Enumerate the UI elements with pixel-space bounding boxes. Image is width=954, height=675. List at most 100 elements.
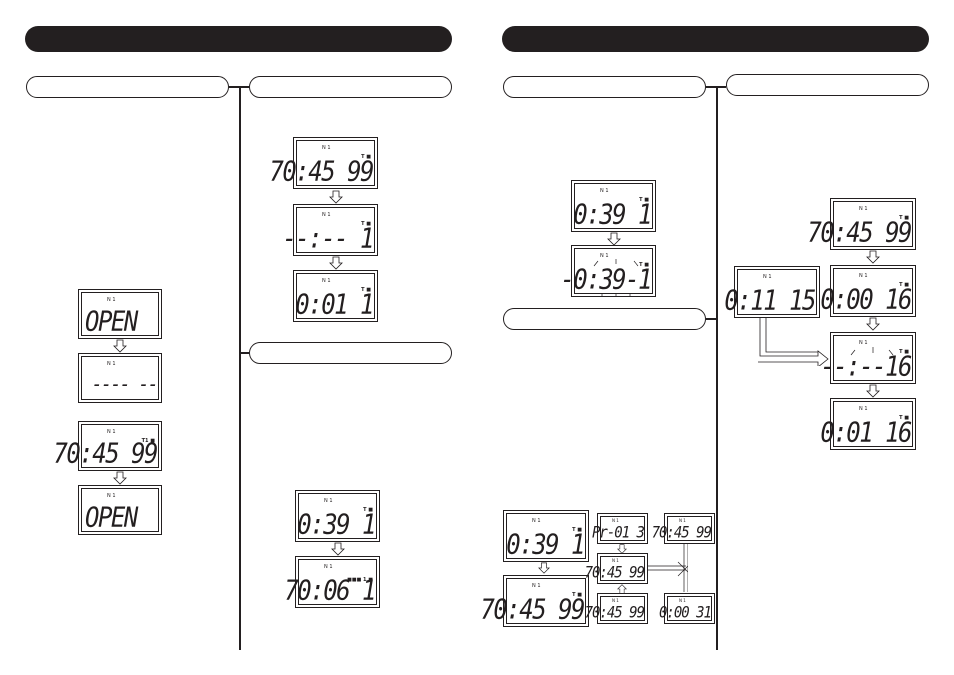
down-arrow-icon xyxy=(331,542,345,556)
down-arrow-icon xyxy=(538,562,550,574)
lcd-top-label: N 1 xyxy=(532,518,541,524)
section-pill-memory xyxy=(726,74,929,96)
lcd-top-label: N 1 xyxy=(322,145,331,151)
lcd-digits: 0:39 1 xyxy=(573,198,652,231)
section-pill-reset xyxy=(249,76,452,98)
down-arrow-icon xyxy=(607,232,621,246)
lcd-flag: T ■ xyxy=(639,262,649,268)
lcd-top-label: N 1 xyxy=(107,361,116,367)
lcd-display: N 1 T ■ 0:01 1 xyxy=(293,270,378,322)
section-pill-open xyxy=(26,76,229,98)
lcd-display: N 1 T ■ 0:00 16 xyxy=(820,265,916,317)
lcd-display: N 1 OPEN xyxy=(78,289,162,339)
down-arrow-icon xyxy=(329,190,343,204)
cross-connector xyxy=(648,544,688,592)
lcd-digits: 0:39 1 xyxy=(297,508,376,541)
lcd-display: N 1 T ■ 0:01 16 xyxy=(820,398,916,450)
down-arrow-icon xyxy=(617,544,627,554)
lcd-display: N 1 70:45 99 xyxy=(585,593,648,624)
lcd-flag: T ■ xyxy=(899,282,909,288)
lcd-digits: ---- -- xyxy=(91,372,159,397)
lcd-digits: 0:01 1 xyxy=(295,288,374,321)
section-pill-split xyxy=(503,76,706,98)
lcd-display: N 1 T ■ --:--16 xyxy=(820,332,916,384)
lcd-top-label: N 1 xyxy=(324,564,333,570)
lcd-digits: 0:00 16 xyxy=(820,283,912,316)
lcd-display: N 1 T ■ 0:39 1 xyxy=(295,490,380,542)
lcd-display: N 1 T ■ 70:45 99 xyxy=(807,198,916,250)
lcd-top-label: N 1 xyxy=(107,493,116,499)
lcd-display: N 1 T1 ■ 70:45 99 xyxy=(53,421,162,471)
lcd-display: N 1 70:45 99 xyxy=(585,553,648,584)
down-arrow-icon xyxy=(113,339,127,353)
lcd-top-label: N 1 xyxy=(859,206,868,212)
lcd-display: N 1 OPEN xyxy=(78,485,162,535)
lcd-display: N 1 T ■ --:-- 1 xyxy=(282,204,378,256)
lcd-top-label: N 1 xyxy=(107,297,116,303)
flash-rays-icon xyxy=(850,347,894,356)
lcd-digits: Pr-01 3 xyxy=(591,523,645,543)
lcd-digits: 0:01 16 xyxy=(820,416,912,449)
lcd-digits: 70:45 99 xyxy=(584,563,645,583)
lcd-flag: T ■ xyxy=(899,415,909,421)
lcd-digits: 70:45 99 xyxy=(651,523,712,543)
lcd-top-label: N 1 xyxy=(322,212,331,218)
lcd-flag: T1 ■ xyxy=(141,438,155,444)
lcd-digits: 70:45 99 xyxy=(584,603,645,623)
down-arrow-icon xyxy=(866,317,880,331)
lcd-flag: T ■ xyxy=(639,197,649,203)
connector-line xyxy=(239,352,249,354)
section-pill-recall xyxy=(503,308,706,330)
lcd-digits: 70:45 99 xyxy=(807,216,912,249)
lcd-digits: 0:39 1 xyxy=(506,528,585,561)
lcd-flag: T ■ xyxy=(361,221,371,227)
lcd-top-label: N 1 xyxy=(612,598,619,603)
column-divider-right xyxy=(716,86,718,650)
left-page-banner xyxy=(25,26,452,52)
lcd-display: N 1 T ■ 0:39 1 xyxy=(503,510,589,562)
down-arrow-icon xyxy=(329,256,343,270)
lcd-display: N 1 0:11 15 xyxy=(724,266,820,318)
lcd-digits: 70:45 99 xyxy=(480,593,585,626)
lcd-top-label: N 1 xyxy=(612,558,619,563)
lcd-digits: 70:45 99 xyxy=(53,437,158,470)
elbow-arrow-icon xyxy=(758,318,829,366)
lcd-digits: 70:45 99 xyxy=(269,155,374,188)
lcd-display: N 1 Pr-01 3 xyxy=(592,513,648,544)
lcd-display: N 1 T ■ -0:39-1 xyxy=(560,245,656,297)
lcd-top-label: N 1 xyxy=(859,406,868,412)
lcd-top-label: N 1 xyxy=(107,429,116,435)
lcd-top-label: N 1 xyxy=(322,278,331,284)
lcd-digits: --:-- 1 xyxy=(282,222,374,255)
lcd-flag: T ■ xyxy=(361,287,371,293)
lcd-display: N 1 T ■ 70:45 99 xyxy=(480,575,589,627)
lcd-display: N 1 T ■ 70:45 99 xyxy=(269,137,378,189)
lcd-digits: 70:06 1 xyxy=(284,574,376,607)
lcd-top-label: N 1 xyxy=(859,273,868,279)
down-arrow-icon xyxy=(866,250,880,264)
lcd-display: N 1 ---- -- xyxy=(78,353,162,403)
lcd-flag: T ■ xyxy=(572,592,582,598)
flash-rays-icon xyxy=(593,259,639,297)
lcd-top-label: N 1 xyxy=(324,498,333,504)
lcd-display: N 1 0:00 31 xyxy=(659,593,715,624)
lcd-top-label: N 1 xyxy=(600,188,609,194)
lcd-flag: T ■ xyxy=(572,527,582,533)
down-arrow-icon xyxy=(113,471,127,485)
down-arrow-icon xyxy=(866,384,880,398)
lcd-digits: OPEN xyxy=(85,501,138,534)
lcd-digits: -0:39-1 xyxy=(560,263,652,296)
lcd-digits: 0:00 31 xyxy=(658,603,712,623)
section-pill-lap xyxy=(249,342,452,364)
lcd-flag: ■■■ 1 ■ xyxy=(347,577,373,583)
lcd-top-label: N 1 xyxy=(600,253,609,259)
lcd-flag: T ■ xyxy=(899,349,909,355)
right-page-banner xyxy=(502,26,929,52)
up-arrow-icon xyxy=(617,584,627,594)
lcd-top-label: N 1 xyxy=(532,583,541,589)
lcd-top-label: N 1 xyxy=(679,518,686,523)
column-divider-left xyxy=(239,86,241,650)
lcd-top-label: N 1 xyxy=(612,518,619,523)
lcd-top-label: N 1 xyxy=(679,598,686,603)
lcd-digits: --:--16 xyxy=(820,350,912,383)
